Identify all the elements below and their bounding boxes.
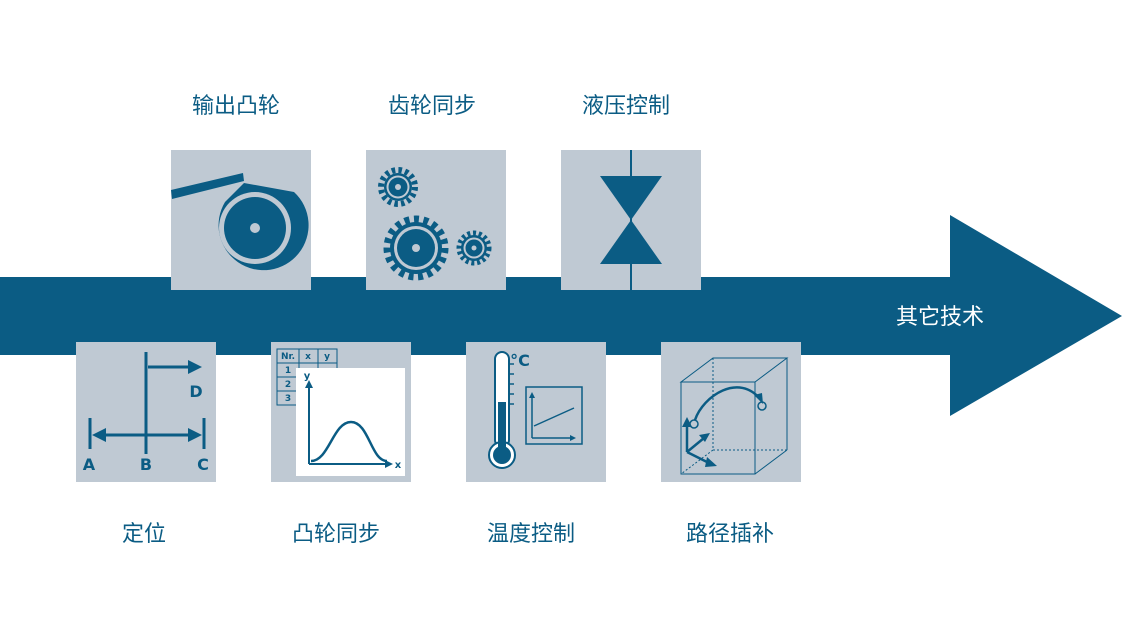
tile-gear-sync — [366, 150, 506, 290]
label-gear-sync: 齿轮同步 — [388, 94, 477, 119]
positioning-icon: D A B C — [83, 352, 209, 474]
tile-positioning: D A B C — [76, 342, 216, 482]
positioning-b-text: B — [140, 455, 152, 474]
temperature-unit-text: °C — [510, 351, 530, 370]
table-row-2: 2 — [285, 380, 291, 390]
table-header-y: y — [324, 352, 330, 362]
positioning-d-text: D — [189, 382, 202, 401]
path-interpolation-icon — [679, 357, 789, 475]
table-row-1: 1 — [285, 366, 291, 376]
table-header-nr: Nr. — [281, 352, 295, 362]
label-cam-sync: 凸轮同步 — [292, 522, 381, 547]
curve-axis-x: x — [395, 460, 402, 471]
hydraulic-valve-icon — [600, 150, 662, 290]
tile-hydraulic-control — [561, 150, 701, 290]
table-row-3: 3 — [285, 394, 291, 404]
tile-temperature-control: °C — [466, 342, 606, 482]
thermometer-icon: °C — [488, 351, 583, 469]
tile-cam-sync: Nr. x y 1 2 3 y x — [271, 342, 411, 482]
tile-path-interpolation — [661, 342, 801, 482]
label-temperature-control: 温度控制 — [487, 522, 576, 547]
label-hydraulic-control: 液压控制 — [582, 94, 671, 119]
tile-output-cam — [171, 150, 311, 290]
label-positioning: 定位 — [122, 522, 167, 547]
table-header-x: x — [305, 352, 311, 362]
positioning-a-text: A — [83, 455, 96, 474]
output-cam-icon — [171, 173, 309, 271]
label-output-cam: 输出凸轮 — [192, 94, 281, 119]
gears-icon — [378, 167, 492, 281]
curve-axis-y: y — [304, 371, 311, 382]
positioning-c-text: C — [197, 455, 209, 474]
cam-sync-icon: Nr. x y 1 2 3 y x — [276, 348, 405, 476]
label-path-interpolation: 路径插补 — [686, 522, 775, 547]
arrow-label: 其它技术 — [896, 305, 985, 330]
